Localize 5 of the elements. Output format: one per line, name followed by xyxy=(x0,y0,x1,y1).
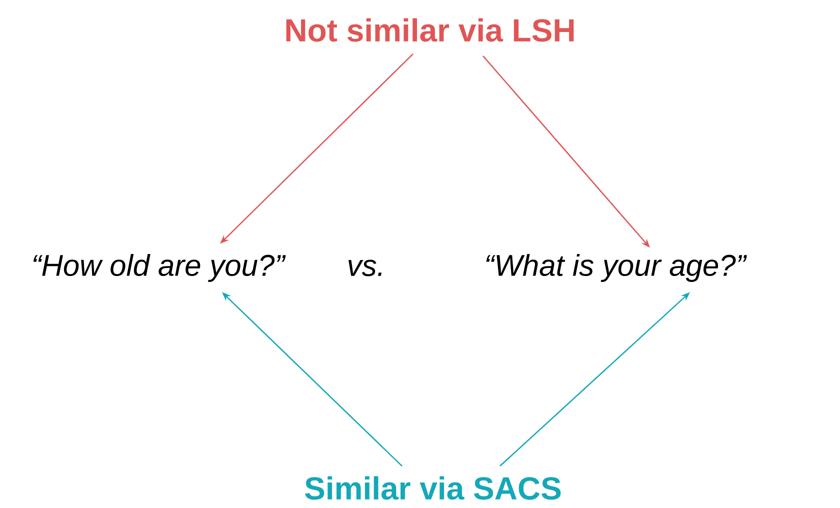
quote-text: “What is your age?” xyxy=(486,254,747,282)
heading-text: Similar via SACS xyxy=(305,476,561,500)
heading-text: Not similar via LSH xyxy=(286,18,574,42)
quote-text: “How old are you?” xyxy=(33,254,286,282)
label-text: vs. xyxy=(348,260,382,276)
